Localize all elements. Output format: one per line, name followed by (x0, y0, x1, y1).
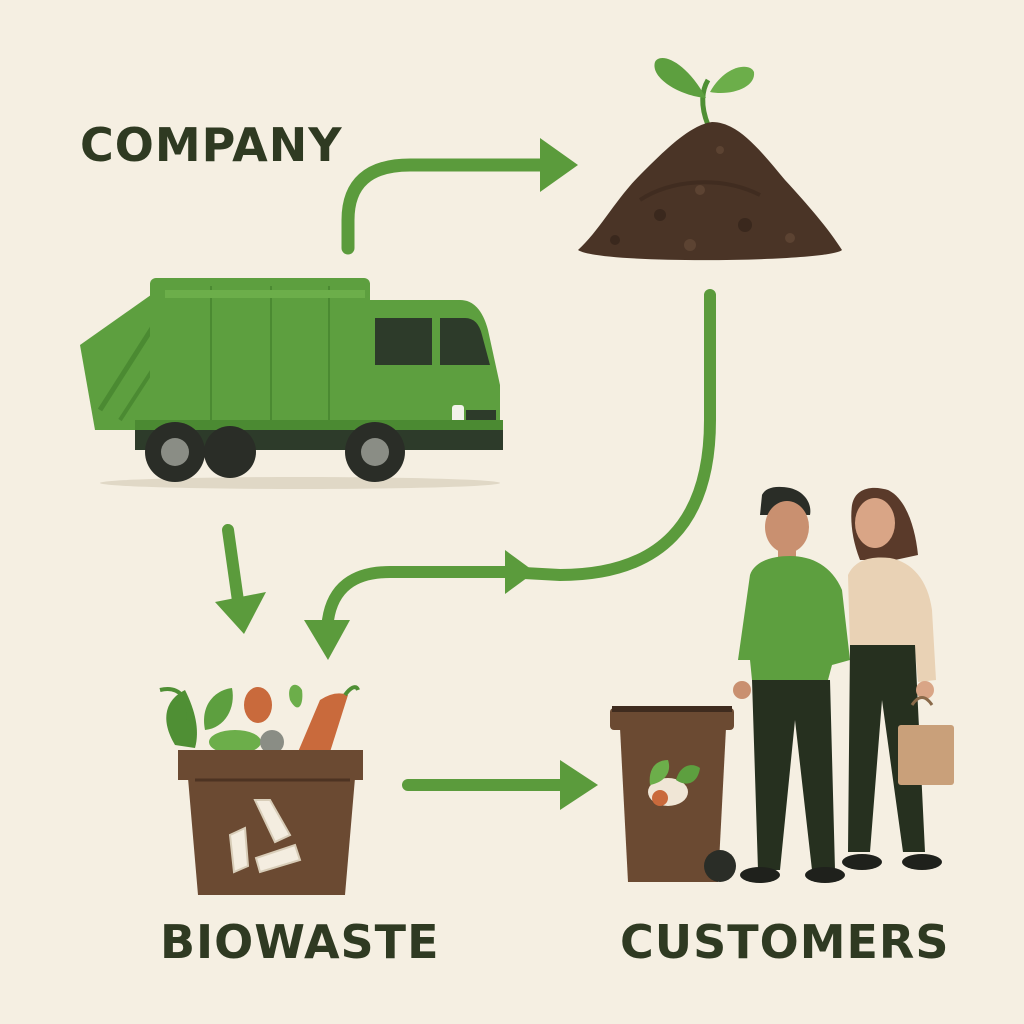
arrow-return-to-biowaste (304, 566, 511, 660)
customers-label: CUSTOMERS (620, 915, 950, 969)
arrow-truck-to-compost (341, 138, 578, 255)
customer-woman (842, 487, 954, 870)
compost-pile-with-sprout-icon (578, 58, 842, 261)
customer-man (733, 486, 850, 883)
company-label: COMPANY (80, 118, 343, 172)
wheeled-organic-bin-icon (610, 706, 736, 882)
two-customers-icon (733, 486, 954, 883)
arrow-compost-to-customers (499, 289, 716, 594)
biowaste-label: BIOWASTE (160, 915, 440, 969)
biowaste-bin-with-recycle-icon (159, 684, 363, 895)
garbage-truck-icon (80, 278, 503, 489)
arrow-truck-to-biowaste (215, 524, 266, 634)
arrow-biowaste-to-customers (402, 760, 598, 810)
